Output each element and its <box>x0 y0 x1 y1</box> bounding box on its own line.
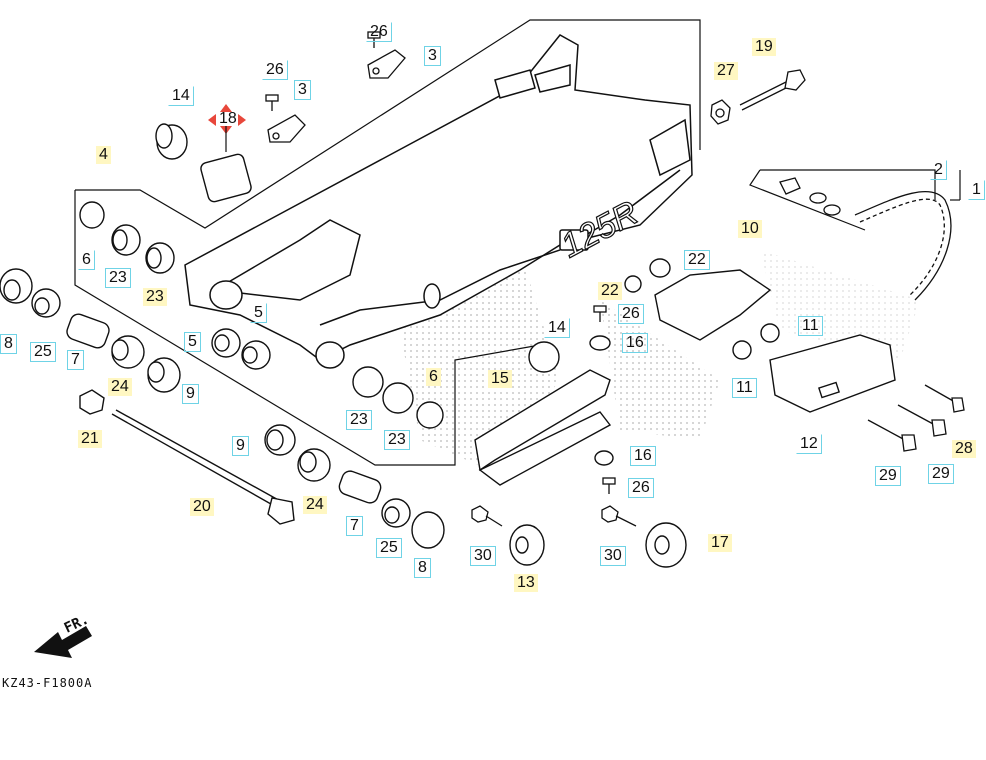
callout-29[interactable]: 29 <box>875 466 901 486</box>
bolts-30[interactable] <box>471 505 637 527</box>
screw-26[interactable] <box>265 31 616 494</box>
callout-19[interactable]: 19 <box>752 38 776 56</box>
bushings[interactable] <box>0 123 780 568</box>
target-marker-18 <box>208 104 246 134</box>
bolt-19[interactable] <box>739 69 806 111</box>
callout-5[interactable]: 5 <box>184 332 201 352</box>
callout-16[interactable]: 16 <box>622 333 648 353</box>
callout-9[interactable]: 9 <box>182 384 199 404</box>
callout-23[interactable]: 23 <box>143 288 167 306</box>
callout-22[interactable]: 22 <box>684 250 710 270</box>
master-link-2[interactable] <box>779 177 841 216</box>
callout-23[interactable]: 23 <box>384 430 410 450</box>
chain-guide-12[interactable] <box>769 334 896 413</box>
callout-26[interactable]: 26 <box>262 60 288 80</box>
callout-2[interactable]: 2 <box>930 160 947 180</box>
callout-4[interactable]: 4 <box>96 146 111 164</box>
callout-15[interactable]: 15 <box>488 370 512 388</box>
callout-13[interactable]: 13 <box>514 574 538 592</box>
front-direction-arrow-icon <box>34 626 92 658</box>
callout-6[interactable]: 6 <box>78 250 95 270</box>
callout-11[interactable]: 11 <box>732 378 757 398</box>
callout-18[interactable]: 18 <box>219 110 237 127</box>
diagram-code: KZ43-F1800A <box>2 676 93 690</box>
callout-25[interactable]: 25 <box>376 538 402 558</box>
callout-3[interactable]: 3 <box>294 80 311 100</box>
callout-14[interactable]: 14 <box>544 318 570 338</box>
callout-28[interactable]: 28 <box>952 440 976 458</box>
callout-24[interactable]: 24 <box>303 496 327 514</box>
callout-26[interactable]: 26 <box>628 478 654 498</box>
callout-26[interactable]: 26 <box>366 22 392 42</box>
callout-5[interactable]: 5 <box>250 303 267 323</box>
callout-25[interactable]: 25 <box>30 342 56 362</box>
pivot-shaft-20[interactable] <box>111 409 295 525</box>
clip-3-upper[interactable] <box>367 49 406 79</box>
chain-slider-10[interactable] <box>654 269 772 341</box>
callout-21[interactable]: 21 <box>78 430 102 448</box>
bolts-28-29[interactable] <box>867 384 965 452</box>
chain-slider-15[interactable] <box>474 369 612 486</box>
callout-9[interactable]: 9 <box>232 436 249 456</box>
swingarm[interactable] <box>184 34 693 369</box>
assembly-frame-lines <box>74 19 961 466</box>
callout-20[interactable]: 20 <box>190 498 214 516</box>
callout-17[interactable]: 17 <box>708 534 732 552</box>
drive-chain-1[interactable] <box>854 190 952 301</box>
callout-27[interactable]: 27 <box>714 62 738 80</box>
callout-30[interactable]: 30 <box>470 546 496 566</box>
callout-7[interactable]: 7 <box>346 516 363 536</box>
callout-24[interactable]: 24 <box>108 378 132 396</box>
callout-29[interactable]: 29 <box>928 464 954 484</box>
callout-3[interactable]: 3 <box>424 46 441 66</box>
callout-1[interactable]: 1 <box>968 180 985 200</box>
callout-14[interactable]: 14 <box>168 86 194 106</box>
callout-6[interactable]: 6 <box>426 368 441 386</box>
callout-8[interactable]: 8 <box>0 334 17 354</box>
callout-22[interactable]: 22 <box>598 282 622 300</box>
callout-7[interactable]: 7 <box>67 350 84 370</box>
callout-23[interactable]: 23 <box>346 410 372 430</box>
callout-26[interactable]: 26 <box>618 304 644 324</box>
callout-8[interactable]: 8 <box>414 558 431 578</box>
callout-10[interactable]: 10 <box>738 220 762 238</box>
callout-12[interactable]: 12 <box>796 434 822 454</box>
callout-30[interactable]: 30 <box>600 546 626 566</box>
callout-23[interactable]: 23 <box>105 268 131 288</box>
callout-11[interactable]: 11 <box>798 316 823 336</box>
callout-16[interactable]: 16 <box>630 446 656 466</box>
nut-27[interactable] <box>710 99 731 125</box>
clip-3-lower[interactable] <box>267 114 306 143</box>
